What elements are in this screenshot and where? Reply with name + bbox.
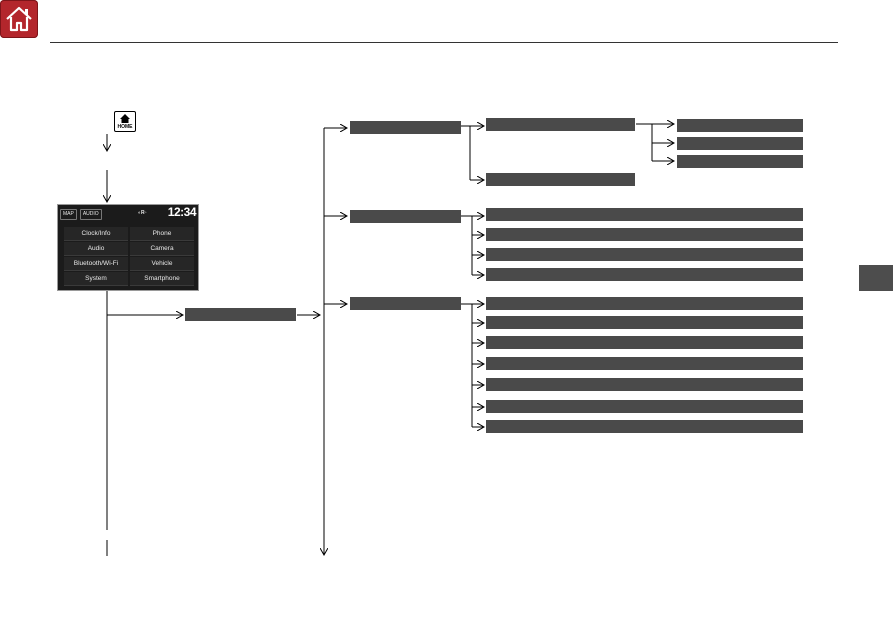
menu-bluetooth-wifi: Bluetooth/Wi-Fi	[64, 257, 128, 271]
map-chip: MAP	[60, 208, 77, 220]
option-box-3-7	[486, 420, 803, 433]
house-icon	[120, 114, 130, 123]
option-box-3-5	[486, 378, 803, 391]
menu-clock-info: Clock/Info	[64, 227, 128, 241]
home-button: HOME	[114, 111, 136, 132]
option-box-3-6	[486, 400, 803, 413]
sub-option-box-3	[677, 155, 803, 168]
audio-chip: AUDIO	[79, 208, 102, 220]
menu-phone: Phone	[130, 227, 194, 241]
option-box-3-3	[486, 336, 803, 349]
home-screen-display: MAP AUDIO ◐R▫ 12:34 Clock/Info Phone Aud…	[57, 204, 199, 291]
category-box-1	[350, 121, 461, 134]
sub-option-box-1	[677, 119, 803, 132]
house-icon	[6, 6, 32, 32]
option-box-2-1	[486, 208, 803, 221]
menu-smartphone: Smartphone	[130, 272, 194, 286]
option-box-3-4	[486, 357, 803, 370]
home-badge[interactable]	[0, 0, 38, 38]
sub-option-box-2	[677, 137, 803, 150]
menu-vehicle: Vehicle	[130, 257, 194, 271]
settings-box	[185, 308, 296, 321]
category-box-2	[350, 210, 461, 223]
home-menu-grid: Clock/Info Phone Audio Camera Bluetooth/…	[64, 227, 194, 286]
header-rule	[50, 42, 838, 43]
menu-system: System	[64, 272, 128, 286]
category-box-3	[350, 297, 461, 310]
option-box-2-4	[486, 268, 803, 281]
home-button-label: HOME	[117, 124, 133, 130]
section-tab[interactable]	[859, 265, 893, 291]
option-box-3-2	[486, 316, 803, 329]
status-bar: MAP AUDIO	[60, 207, 196, 221]
clock-readout: 12:34	[167, 205, 197, 219]
option-box-2-2	[486, 228, 803, 241]
option-box-3-1	[486, 297, 803, 310]
menu-camera: Camera	[130, 242, 194, 256]
status-icons: ◐R▫	[138, 210, 147, 216]
option-box-1-1	[486, 118, 635, 131]
option-box-2-3	[486, 248, 803, 261]
option-box-1-2	[486, 173, 635, 186]
menu-audio: Audio	[64, 242, 128, 256]
